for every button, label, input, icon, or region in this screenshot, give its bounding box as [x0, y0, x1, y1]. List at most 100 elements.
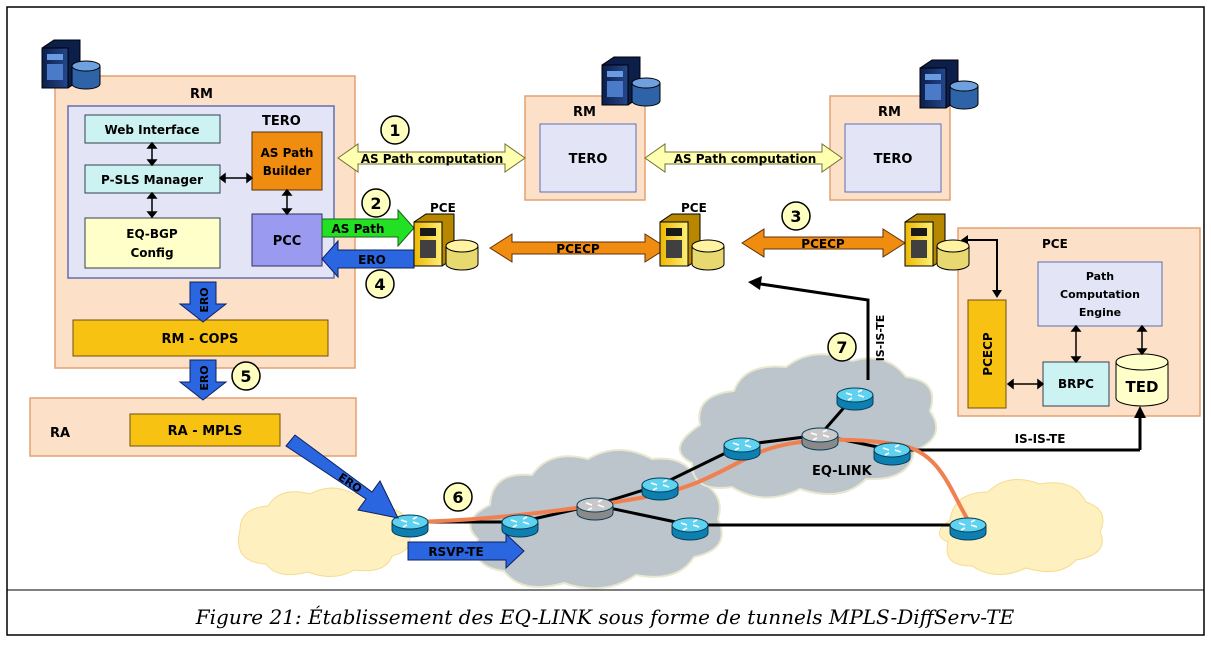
rmcops-label: RM - COPS — [162, 332, 239, 347]
tero-main-title: TERO — [262, 114, 301, 129]
server-icon — [41, 39, 81, 89]
aspath-builder-label-2: Builder — [263, 164, 312, 178]
as-path-label: AS Path — [332, 222, 385, 236]
router-icon — [576, 497, 614, 521]
pcecp-label-1: PCECP — [556, 242, 600, 256]
eqbgp-label-1: EQ-BGP — [126, 227, 178, 241]
router-icon — [836, 387, 874, 411]
pslsmanager-label: P-SLS Manager — [101, 173, 203, 187]
server-icon — [601, 56, 641, 106]
pcc-label: PCC — [273, 234, 302, 249]
step-number-label: 2 — [370, 194, 381, 213]
pce-label-3: PCE — [1042, 237, 1068, 251]
router-icon — [391, 514, 429, 538]
database-icon — [71, 60, 101, 90]
eqbgp-config-box — [84, 217, 221, 269]
step-number-5: 5 — [231, 361, 261, 391]
rsvp-te-arrow — [407, 532, 525, 570]
server-icon — [919, 59, 959, 109]
brpc-label: BRPC — [1058, 377, 1094, 391]
cloud-icon — [939, 479, 1104, 575]
step-number-label: 3 — [790, 207, 801, 226]
step-number-label: 5 — [240, 367, 251, 386]
pcecp-vertical-label: PCECP — [981, 332, 995, 376]
isiste-links — [753, 281, 870, 380]
as-path-arrow — [321, 208, 415, 248]
figure-frame — [6, 6, 1205, 636]
router-icon — [801, 427, 839, 451]
eqlink-label: EQ-LINK — [812, 464, 873, 479]
rmcops-box — [72, 319, 329, 357]
pcecp-label-2: PCECP — [801, 237, 845, 251]
step-number-2: 2 — [361, 188, 391, 218]
web-interface-label: Web Interface — [104, 123, 199, 137]
web-interface-box — [84, 114, 221, 144]
ero-down-label-1: ERO — [198, 287, 211, 312]
rm-right-title: RM — [878, 105, 901, 120]
router-icon — [641, 477, 679, 501]
pce-engine-label-3: Engine — [1079, 306, 1121, 319]
tero-right-box — [844, 123, 942, 193]
router-icon — [501, 514, 539, 538]
path-computation-engine-box — [1037, 261, 1163, 327]
ero-diagonal-arrow — [285, 434, 399, 519]
database-icon — [936, 239, 970, 271]
router-icon — [723, 437, 761, 461]
step-number-3: 3 — [781, 201, 811, 231]
ero-down-label-2: ERO — [198, 365, 211, 390]
isiste-vertical-label: IS-IS-TE — [874, 315, 887, 362]
tero-middle-label: TERO — [569, 152, 608, 167]
step-number-1: 1 — [380, 115, 410, 145]
aspath-builder-box — [251, 131, 323, 191]
rm-middle-title: RM — [573, 105, 596, 120]
step-number-4: 4 — [365, 269, 395, 299]
isiste-horizontal-label: IS-IS-TE — [1015, 432, 1066, 446]
figure-caption: Figure 21: Établissement des EQ-LINK sou… — [195, 605, 1015, 629]
pce-right-link — [968, 239, 998, 292]
as-path-computation-label-1: AS Path computation — [361, 152, 504, 166]
step-numbers: 1 2 3 4 5 6 7 — [231, 115, 857, 512]
as-path-computation-arrow-2 — [644, 143, 843, 173]
pce-right-internal-arrows — [1006, 324, 1148, 390]
step-number-7: 7 — [827, 332, 857, 362]
ero-down-arrow-1 — [178, 281, 228, 323]
ted-label: TED — [1126, 378, 1159, 396]
step-number-label: 1 — [389, 121, 400, 140]
ero-back-arrow — [321, 239, 415, 279]
ramplsbox — [129, 413, 281, 447]
pce-engine-label-1: Path — [1086, 270, 1114, 283]
pcecp-vertical-box — [967, 299, 1007, 409]
server-icons — [41, 39, 979, 271]
step-number-label: 6 — [452, 488, 463, 507]
ted-database-icon — [1115, 353, 1169, 407]
cloud-icon — [679, 353, 938, 499]
ero-down-arrow-2 — [178, 359, 228, 401]
router-icon — [949, 517, 987, 541]
step-number-label: 4 — [374, 275, 385, 294]
ra-title: RA — [50, 426, 70, 441]
aspath-builder-label-1: AS Path — [261, 146, 314, 160]
pce-label-2: PCE — [681, 201, 707, 215]
pce-label-1: PCE — [430, 201, 456, 215]
arrowhead — [1134, 406, 1146, 418]
as-path-computation-arrow-1 — [337, 143, 526, 173]
rsvp-te-label: RSVP-TE — [428, 545, 483, 559]
router-icon — [671, 517, 709, 541]
database-icon — [445, 239, 479, 271]
pce-server-icon — [659, 213, 701, 267]
database-icon — [631, 77, 661, 107]
pce-server-icon — [904, 213, 946, 267]
ramplslabel: RA - MPLS — [168, 424, 243, 439]
pcc-box — [251, 213, 323, 267]
arrowhead — [992, 290, 1002, 298]
internal-arrows — [146, 141, 293, 219]
step-number-6: 6 — [443, 482, 473, 512]
tero-middle-box — [539, 123, 637, 193]
ero-back-label: ERO — [358, 253, 386, 267]
rm-main-title: RM — [190, 87, 213, 102]
arrowhead — [748, 276, 762, 290]
routers — [391, 387, 987, 541]
as-path-computation-label-2: AS Path computation — [674, 152, 817, 166]
